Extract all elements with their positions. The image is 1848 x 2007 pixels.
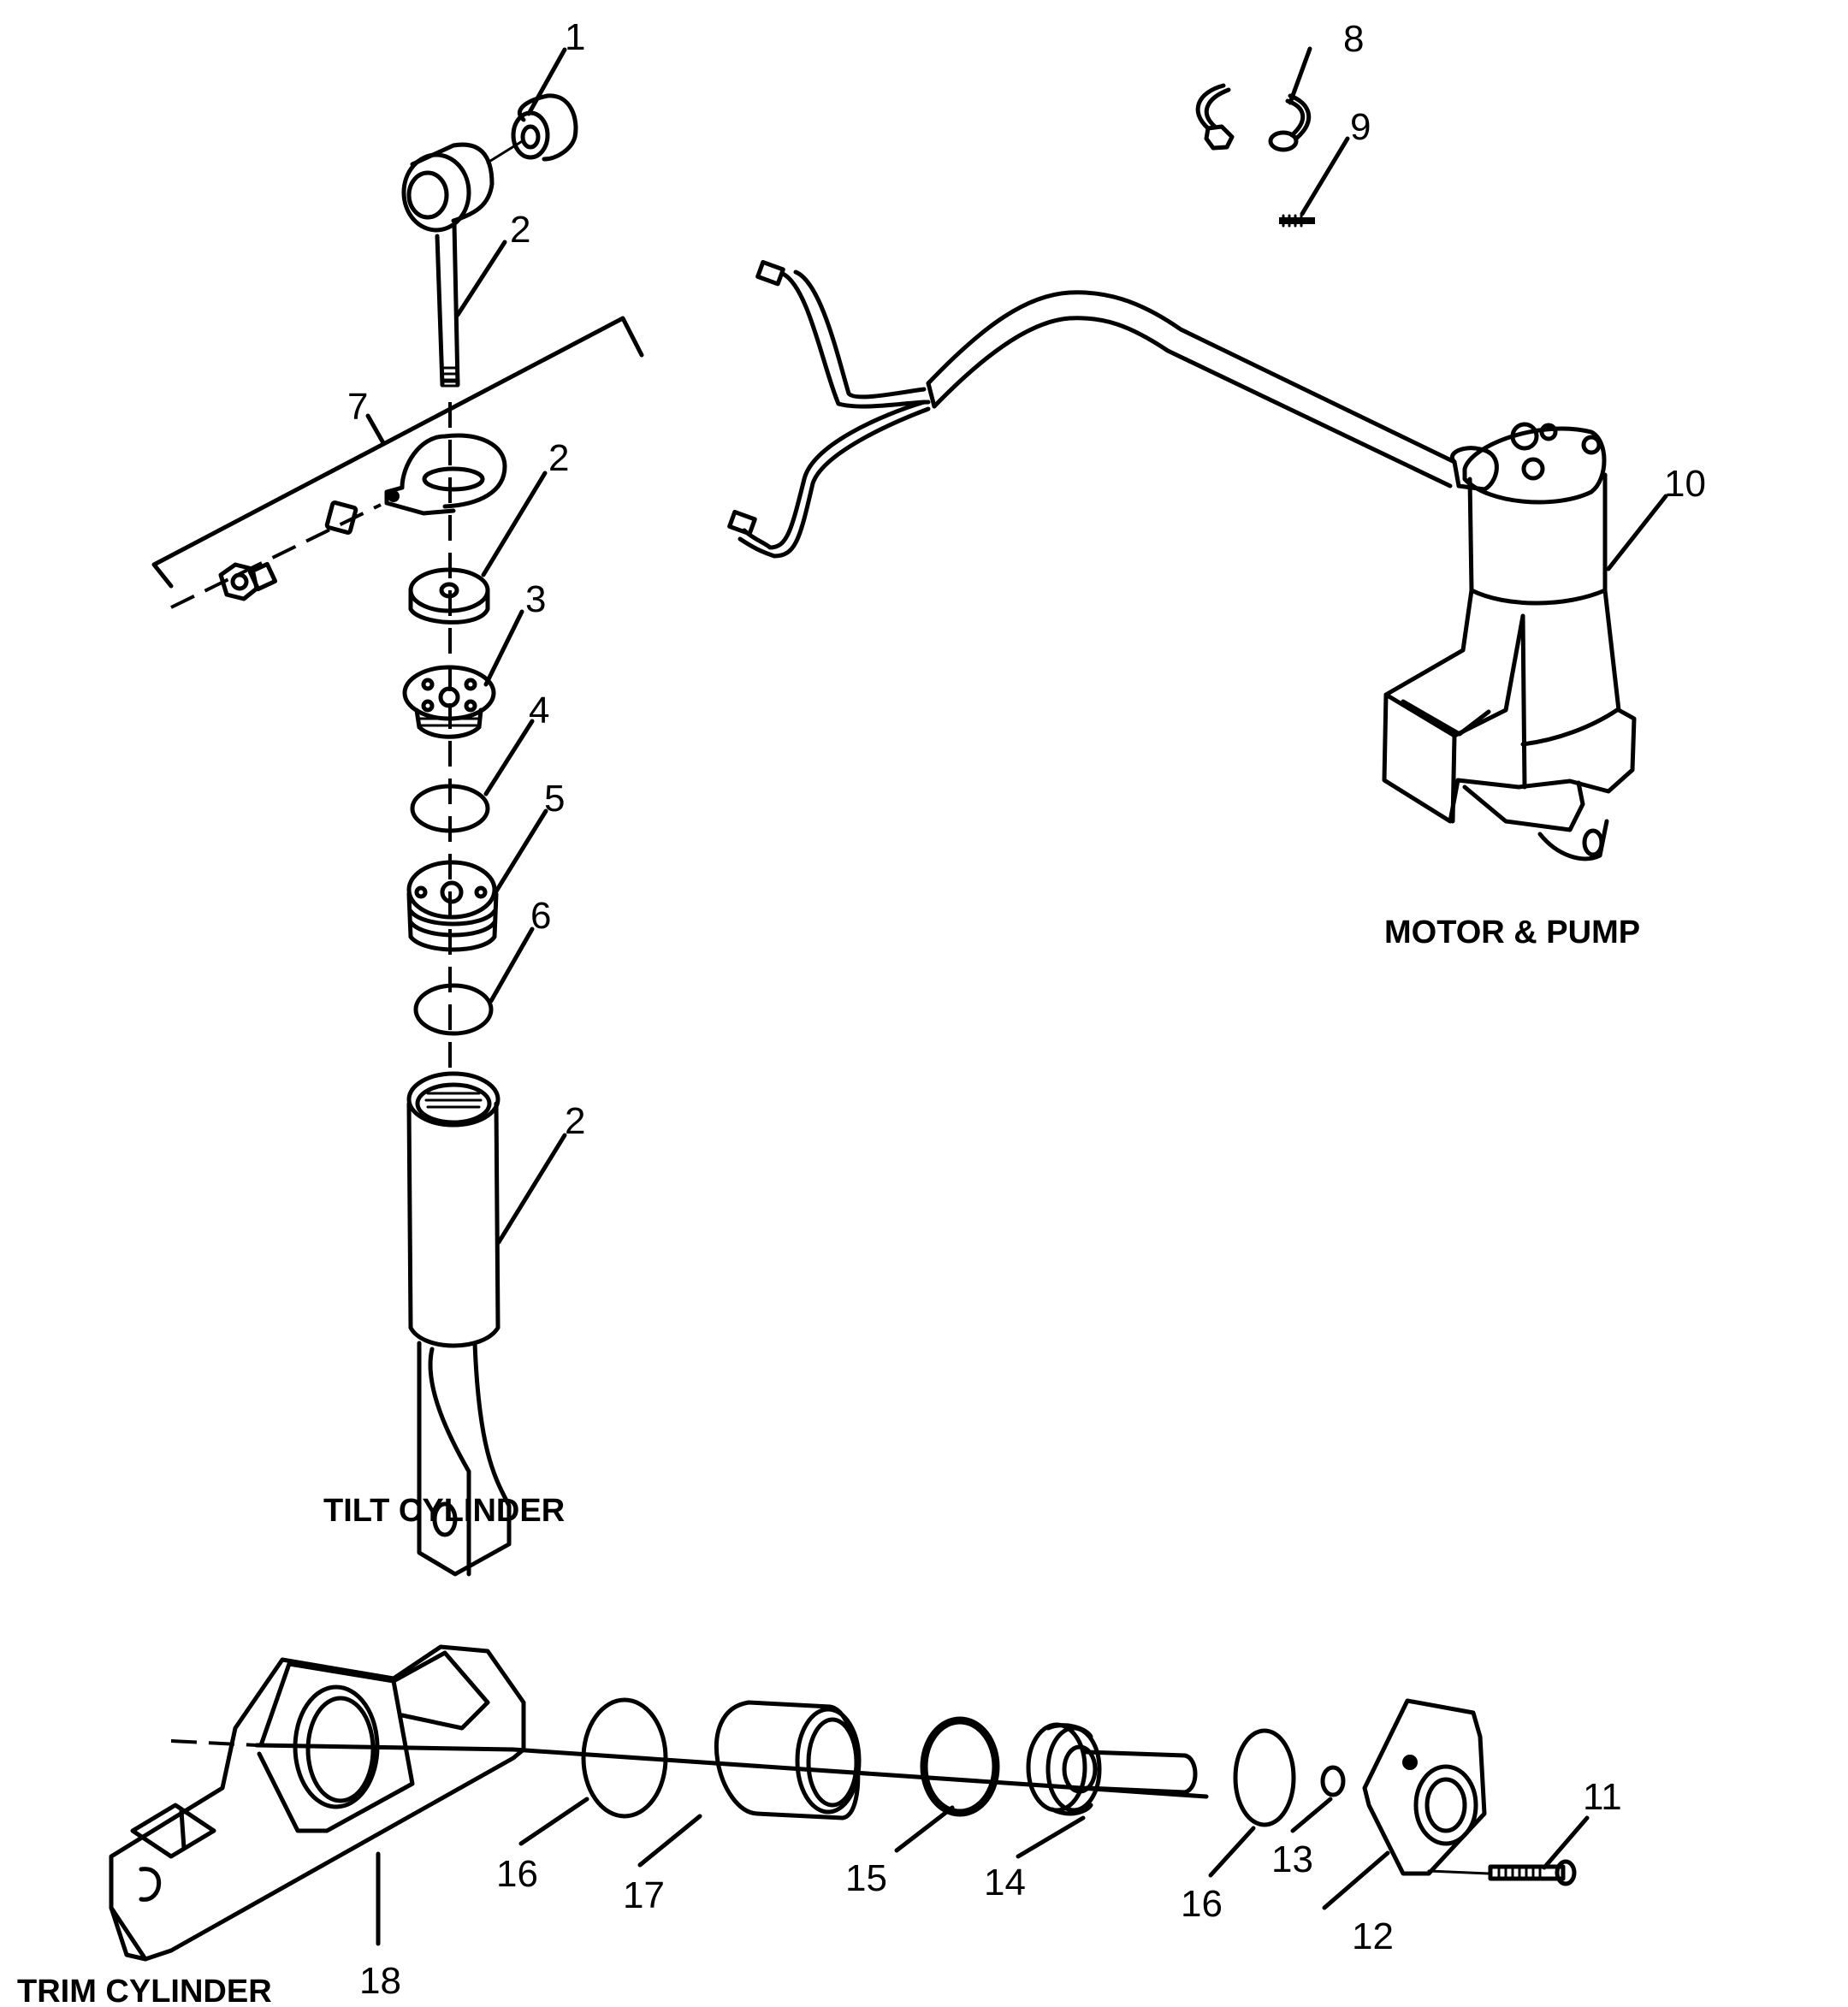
tilt-cylinder-caption: TILT CYLINDER xyxy=(323,1493,565,1529)
trim-sleeve-part xyxy=(714,1700,862,1821)
hex-bolt-part xyxy=(218,561,278,601)
callout-6: 6 xyxy=(530,895,551,937)
end-cap-part xyxy=(402,665,496,739)
callout-4: 4 xyxy=(529,690,549,731)
leader-lines xyxy=(365,46,1668,1946)
motor-pump-assembly xyxy=(727,83,1637,861)
callout-7: 7 xyxy=(347,386,368,428)
trim-cylinder-assembly xyxy=(109,1644,1577,1962)
callout-2-seal: 2 xyxy=(548,437,569,479)
o-ring-16b-part xyxy=(1233,1728,1296,1827)
callout-10: 10 xyxy=(1664,463,1706,505)
ball-13-part xyxy=(1320,1765,1346,1797)
clamp-part xyxy=(384,433,507,516)
callout-2-rod: 2 xyxy=(510,209,530,251)
wiring-harness-part xyxy=(727,259,1457,559)
callout-17: 17 xyxy=(623,1874,665,1916)
callout-3: 3 xyxy=(525,578,546,620)
callout-1: 1 xyxy=(565,16,585,58)
o-ring-15-part xyxy=(920,1716,1000,1817)
callout-14: 14 xyxy=(984,1862,1026,1903)
callout-16-right: 16 xyxy=(1181,1883,1223,1925)
cylinder-body-part xyxy=(406,1071,512,1577)
callout-labels: 1 2 7 2 3 4 5 6 2 8 9 10 11 12 13 16 14 … xyxy=(347,16,1706,2002)
trim-end-cap-part xyxy=(1362,1698,1487,1876)
bushing-part xyxy=(511,93,578,162)
callout-12: 12 xyxy=(1352,1915,1394,1957)
callout-9: 9 xyxy=(1350,106,1371,148)
motor-pump-caption: MOTOR & PUMP xyxy=(1384,915,1640,950)
trim-housing-part xyxy=(109,1644,526,1962)
tilt-cylinder-assembly xyxy=(151,93,644,1577)
rod-eye-part xyxy=(401,142,495,388)
callout-11: 11 xyxy=(1583,1776,1622,1818)
screw-11-part xyxy=(1488,1859,1577,1886)
square-nut-part xyxy=(324,500,358,535)
motor-body-part xyxy=(1382,422,1637,861)
o-ring-16a-part xyxy=(581,1697,668,1819)
callout-15: 15 xyxy=(845,1857,887,1899)
callout-16-left: 16 xyxy=(496,1853,538,1895)
piston-part xyxy=(406,860,499,952)
callout-8: 8 xyxy=(1343,18,1364,60)
o-ring-6-part xyxy=(413,983,494,1036)
seal-disk-part xyxy=(408,567,490,625)
callout-2-body: 2 xyxy=(565,1100,585,1142)
o-ring-4-part xyxy=(410,784,490,833)
callout-18: 18 xyxy=(359,1960,401,2002)
group-bracket-line xyxy=(151,316,644,589)
trim-piston-part xyxy=(1026,1722,1198,1816)
callout-13: 13 xyxy=(1271,1838,1313,1880)
callout-5: 5 xyxy=(544,778,565,820)
spring-part xyxy=(1279,214,1315,228)
trim-cylinder-caption: TRIM CYLINDER xyxy=(17,1974,272,2007)
